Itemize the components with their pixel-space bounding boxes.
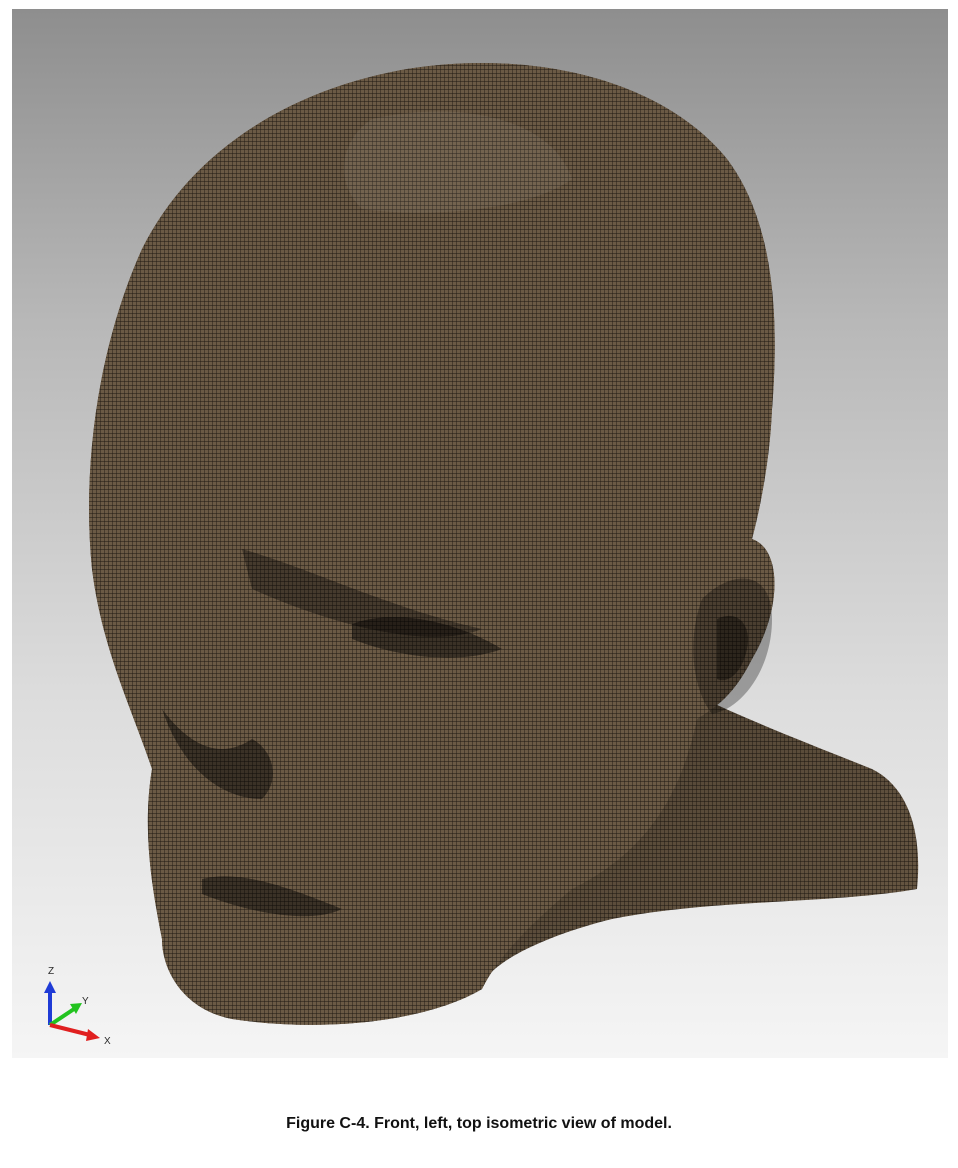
z-axis-arrowhead [44, 981, 56, 993]
y-axis-arrowhead [70, 1003, 82, 1014]
axis-triad-arrows [44, 981, 100, 1041]
figure-caption: Figure C-4. Front, left, top isometric v… [286, 1115, 672, 1132]
head-mesh-model [89, 63, 919, 1025]
y-axis-arrow [48, 1007, 76, 1027]
brow-ridge-shadow [242, 549, 482, 637]
y-axis-label: Y [82, 996, 89, 1007]
eye-shadow [352, 617, 502, 658]
ear-inner-shadow [717, 615, 748, 681]
model-viewport[interactable]: Z Y X [12, 9, 948, 1058]
nose-shadow [162, 709, 273, 799]
x-axis-arrow [49, 1023, 91, 1037]
ear-shape [693, 578, 772, 714]
x-axis-arrowhead [86, 1029, 100, 1041]
axis-triad: Z Y X [36, 959, 116, 1049]
head-highlight [343, 111, 572, 213]
z-axis-label: Z [48, 966, 55, 977]
mouth-shadow [202, 876, 342, 917]
x-axis-label: X [104, 1036, 111, 1047]
